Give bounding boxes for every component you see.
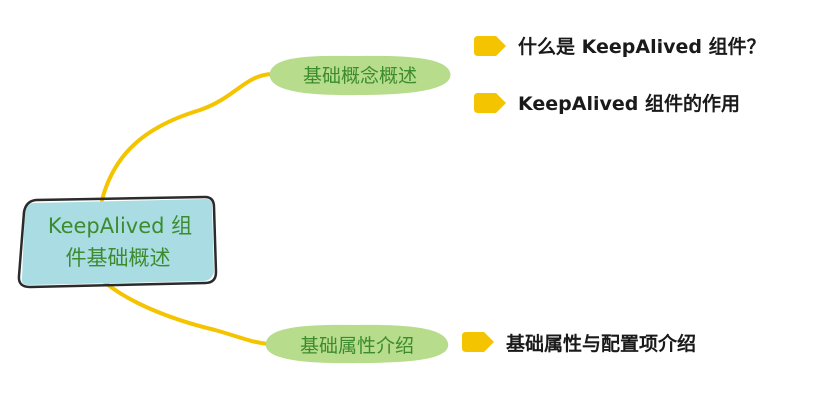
root-node-shape (21, 199, 214, 285)
branch-label-attributes: 基础属性介绍 (300, 335, 414, 357)
branch-label-concepts: 基础概念概述 (303, 64, 417, 87)
leaf-attributes-and-config[interactable]: 基础属性与配置项介绍 (505, 332, 696, 355)
leaf-bullet-icon (462, 332, 494, 352)
root-node[interactable]: KeepAlived 组 件基础概述 (17, 195, 218, 289)
leaf-bullet-icon (474, 93, 506, 113)
leaf-what-is-keepalived[interactable]: 什么是 KeepAlived 组件？ (518, 35, 766, 58)
root-title-line-1: KeepAlived 组 (48, 214, 192, 238)
root-node-outline (17, 195, 218, 289)
branch-node-concepts-shape (269, 55, 451, 96)
leaf-keepalived-purpose[interactable]: KeepAlived 组件的作用 (518, 92, 740, 115)
branch-node-attributes-shape (265, 324, 449, 364)
leaf-bullet-icon (474, 36, 506, 56)
branch-node-attributes[interactable]: 基础属性介绍 (265, 324, 449, 364)
root-title-line-2: 件基础概述 (66, 246, 171, 270)
connector-root-to-branch-2 (100, 278, 270, 346)
branch-node-concepts[interactable]: 基础概念概述 (269, 55, 451, 96)
connector-root-to-branch-1 (100, 72, 274, 202)
